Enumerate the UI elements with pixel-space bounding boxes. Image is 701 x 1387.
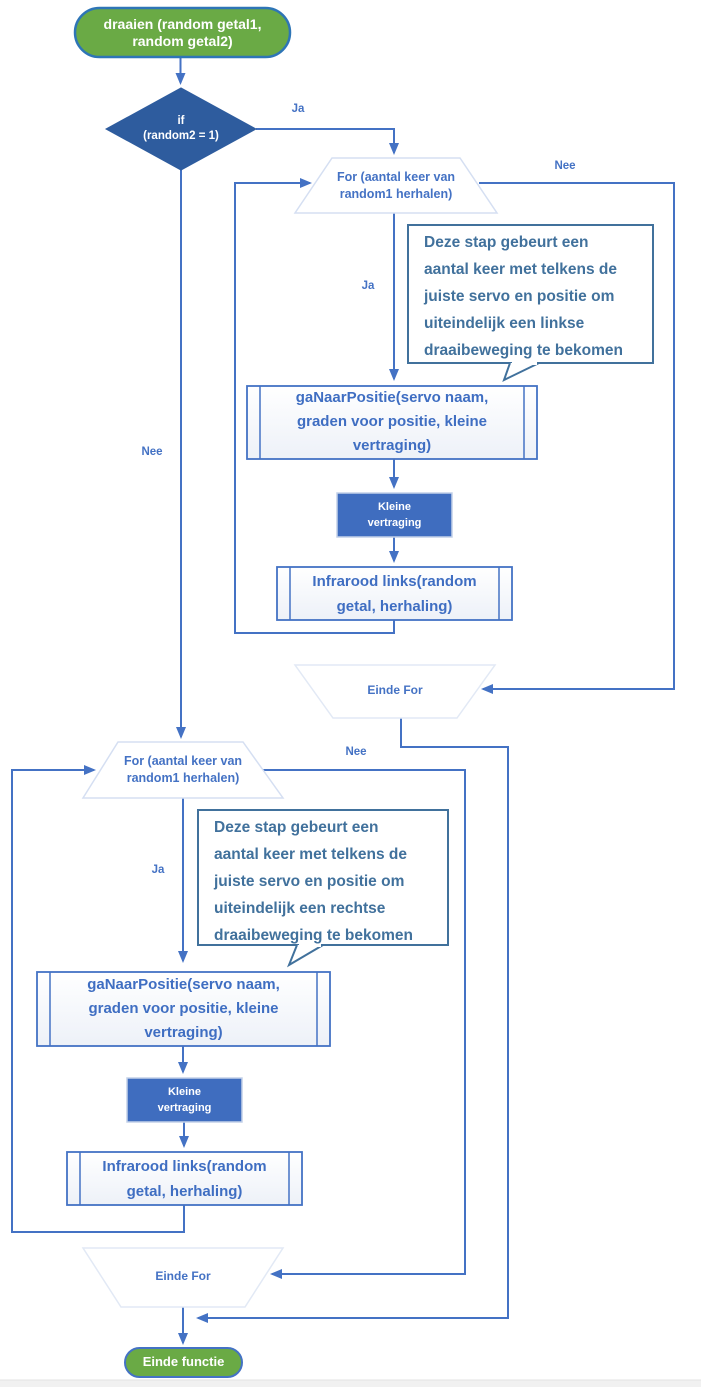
infrared-1-shape: [276, 566, 513, 621]
end-for-1-shape: [293, 664, 497, 719]
bottom-edge-strip: [0, 1379, 701, 1387]
infrared-2-shape: [66, 1151, 303, 1206]
end-node-shape: [124, 1347, 243, 1378]
start-node-shape: [73, 6, 292, 59]
connectors: [11, 57, 675, 1345]
for-loop-2-shape: [81, 741, 285, 799]
subroutine-1-shape: [246, 385, 538, 460]
end-for-2-shape: [81, 1247, 285, 1308]
subroutine-2-shape: [36, 971, 331, 1047]
delay-1-shape: [336, 492, 453, 538]
decision-node-shape: [104, 87, 258, 171]
for-loop-1-shape: [293, 157, 499, 214]
callout-right-shape: [197, 809, 449, 968]
callout-left-shape: [407, 224, 654, 382]
delay-2-shape: [126, 1077, 243, 1123]
